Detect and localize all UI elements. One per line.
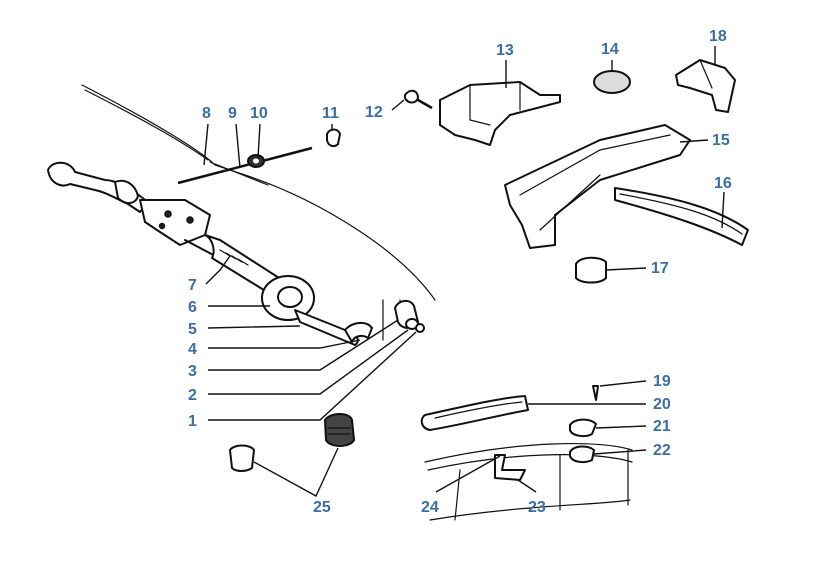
grommet-parts bbox=[229, 413, 355, 472]
callout-15: 15 bbox=[712, 132, 730, 149]
callout-20: 20 bbox=[653, 396, 671, 413]
stabilizer-bar-assembly bbox=[47, 161, 373, 346]
callout-5: 5 bbox=[188, 321, 197, 338]
callout-12: 12 bbox=[365, 104, 383, 121]
callout-16: 16 bbox=[714, 175, 732, 192]
callout-6: 6 bbox=[188, 299, 197, 316]
callout-14: 14 bbox=[601, 41, 619, 58]
callout-9: 9 bbox=[228, 105, 237, 122]
clip-parts bbox=[575, 59, 736, 284]
body-panel-outline bbox=[81, 84, 633, 521]
callout-23: 23 bbox=[528, 499, 546, 516]
leader-lines bbox=[203, 46, 725, 497]
callout-7: 7 bbox=[188, 277, 197, 294]
bushing-parts bbox=[394, 300, 425, 333]
callout-22: 22 bbox=[653, 442, 671, 459]
callout-13: 13 bbox=[496, 42, 514, 59]
callout-18: 18 bbox=[709, 28, 727, 45]
bracket-parts bbox=[404, 70, 631, 146]
callout-17: 17 bbox=[651, 260, 669, 277]
trim-strip-parts bbox=[504, 124, 749, 249]
callout-10: 10 bbox=[250, 105, 268, 122]
callout-1: 1 bbox=[188, 413, 197, 430]
callout-3: 3 bbox=[188, 363, 197, 380]
callout-19: 19 bbox=[653, 373, 671, 390]
callout-labels: 1 2 3 4 5 6 7 8 9 10 11 12 13 14 15 16 1… bbox=[188, 28, 732, 516]
callout-4: 4 bbox=[188, 341, 197, 358]
callout-8: 8 bbox=[202, 105, 211, 122]
callout-25: 25 bbox=[313, 499, 331, 516]
cable-rod-parts bbox=[177, 128, 341, 185]
callout-24: 24 bbox=[421, 499, 439, 516]
lower-parts bbox=[420, 385, 599, 481]
callout-11: 11 bbox=[322, 105, 339, 122]
callout-21: 21 bbox=[653, 418, 671, 435]
callout-2: 2 bbox=[188, 387, 197, 404]
